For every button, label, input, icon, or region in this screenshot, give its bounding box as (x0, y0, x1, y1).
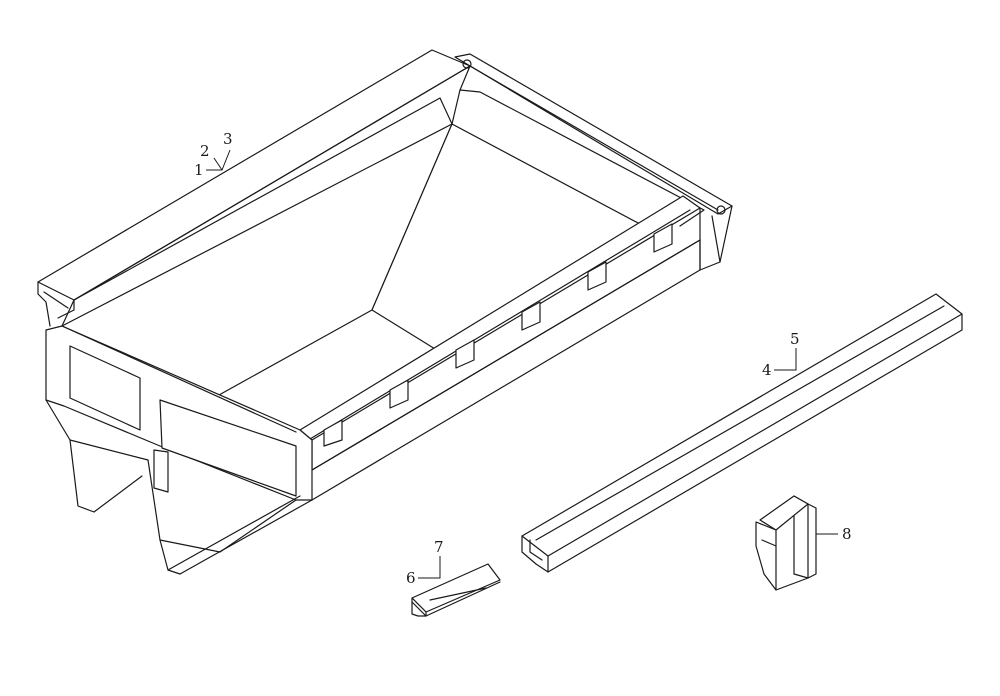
callout-7: 7 (434, 538, 444, 556)
callout-5: 5 (790, 330, 800, 348)
callout-2: 2 (200, 142, 210, 160)
side-ribs (323, 223, 673, 447)
bracket-part (755, 495, 817, 591)
callout-3: 3 (223, 130, 233, 148)
callout-4: 4 (762, 361, 772, 379)
callout-leaders (206, 149, 838, 579)
callout-6: 6 (406, 569, 416, 587)
top-rail-left-edge (73, 65, 471, 301)
bracket-front (755, 521, 777, 591)
wedge-part (411, 563, 501, 617)
callout-1: 1 (194, 161, 204, 179)
rail-profile (521, 293, 963, 573)
callout-8: 8 (842, 525, 852, 543)
callout-labels: 1 2 3 4 5 6 7 8 (194, 130, 852, 587)
dump-body (37, 49, 733, 575)
